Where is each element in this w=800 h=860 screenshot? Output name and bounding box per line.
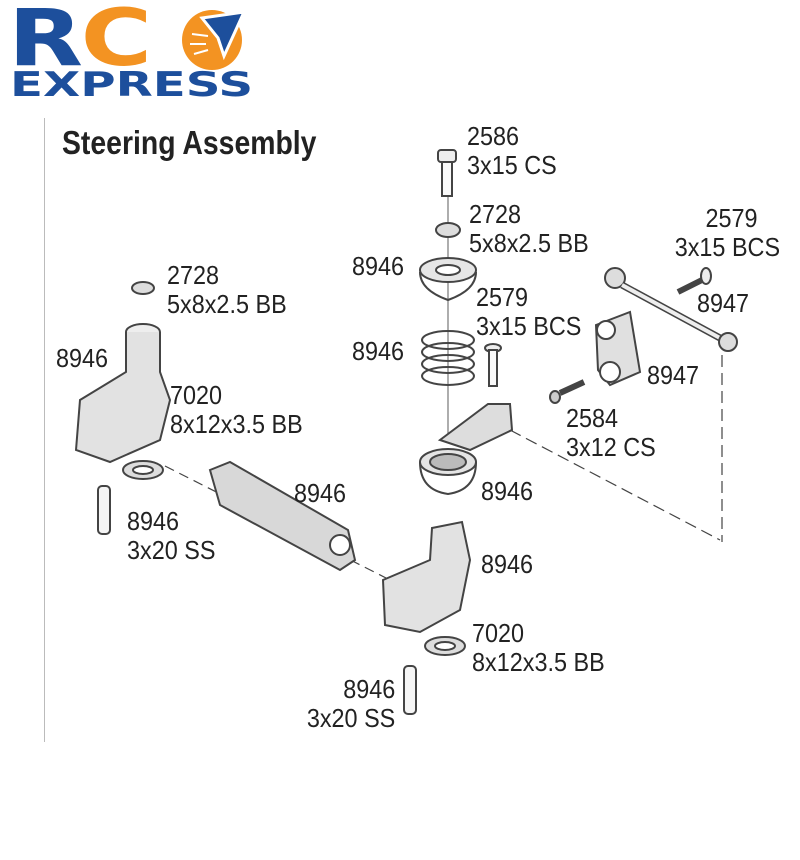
bearing-7020-left bbox=[122, 460, 164, 480]
bellcrank-8946-right bbox=[381, 520, 472, 634]
bearing-2728-left bbox=[131, 281, 155, 295]
draglink-8946 bbox=[208, 460, 357, 572]
screw-2586 bbox=[437, 149, 457, 197]
callout-link-right: 8947 bbox=[697, 288, 750, 318]
callout-cap-top: 8946 bbox=[352, 251, 405, 281]
logo-rc: RC bbox=[8, 0, 152, 84]
screw-2579-right bbox=[676, 267, 712, 295]
diagram-title: Steering Assembly bbox=[62, 124, 317, 161]
callout-collar: 8946 bbox=[481, 476, 534, 506]
logo-globe-icon bbox=[182, 10, 246, 70]
cap-8946 bbox=[419, 257, 477, 302]
axis-line-diagonal-right bbox=[509, 429, 721, 541]
screw-2584 bbox=[549, 379, 586, 404]
callout-draglink: 8946 bbox=[294, 478, 347, 508]
callout-spring: 8946 bbox=[352, 336, 405, 366]
post-8946-right bbox=[403, 665, 417, 715]
logo-express: EXPRESS bbox=[10, 65, 254, 105]
callout-bellcrank-right: 8946 bbox=[481, 549, 534, 579]
rc-express-logo: RC EXPRESS bbox=[8, 0, 253, 104]
post-8946-left bbox=[97, 485, 111, 535]
callout-servo-saver: 8947 bbox=[647, 360, 700, 390]
screw-2579-mid bbox=[484, 343, 502, 387]
collar-8946 bbox=[419, 403, 514, 496]
bearing-2728-top bbox=[435, 222, 461, 238]
callout-bellcrank-left: 8946 bbox=[56, 343, 109, 373]
diagram-frame-line bbox=[44, 118, 45, 742]
link-8947 bbox=[604, 267, 738, 352]
servo-saver-8947 bbox=[594, 310, 642, 387]
spring-8946 bbox=[421, 330, 475, 386]
bearing-7020-right bbox=[424, 636, 466, 656]
bellcrank-8946-left bbox=[74, 323, 172, 464]
